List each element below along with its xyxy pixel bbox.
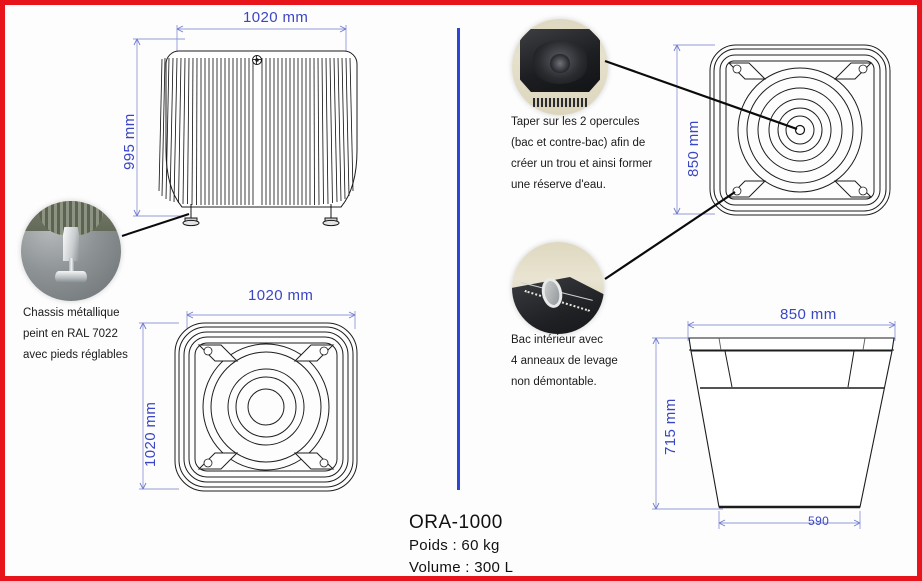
chassis-leader-line — [121, 213, 190, 237]
tub-rim-band — [718, 337, 866, 351]
opercule-callout-line-2: (bac et contre-bac) afin de — [511, 137, 646, 149]
inner-tub-plan-view — [604, 19, 913, 280]
chassis-callout-line-2: peint en RAL 7022 — [23, 328, 118, 340]
inner-tub-section-drawing — [652, 321, 896, 529]
section-bottom-dimension-line — [718, 511, 861, 529]
opercule-callout-line-4: une réserve d'eau. — [511, 179, 606, 191]
inner-tub-section-view — [627, 295, 917, 545]
plan-height-dimension-label: 1020 mm — [142, 401, 159, 467]
chassis-callout-line-1: Chassis métallique — [23, 307, 120, 319]
product-model-label: ORA-1000 — [409, 512, 503, 533]
section-height-dimension-label: 715 mm — [662, 398, 679, 455]
tub-body-outline — [688, 337, 895, 508]
tub-height-dimension-line — [673, 44, 715, 215]
section-top-dimension-label: 850 mm — [780, 306, 837, 323]
opercule-callout-line-1: Taper sur les 2 opercules — [511, 116, 640, 128]
plan-height-dimension-line — [139, 322, 179, 490]
section-bottom-dimension-label: 590 — [808, 514, 830, 528]
concentric-rings — [202, 343, 330, 471]
opercule-callout-text: Taper sur les 2 opercules (bac et contre… — [511, 112, 652, 196]
opercule-leader-line — [604, 59, 798, 131]
tub-concentric-rings — [737, 67, 863, 193]
product-volume-label: Volume : 300 L — [409, 559, 514, 576]
lifting-ring-callout-text: Bac intérieur avec 4 anneaux de levage n… — [511, 330, 618, 393]
foot-photo-icon — [21, 201, 121, 301]
front-width-dimension-label: 1020 mm — [243, 9, 309, 26]
adjustable-foot-left — [182, 204, 200, 227]
inner-tub-plan-drawing — [604, 44, 891, 280]
ring-callout-line-3: non démontable. — [511, 376, 597, 388]
chassis-callout-line-3: avec pieds réglables — [23, 349, 128, 361]
plan-width-dimension-label: 1020 mm — [248, 287, 314, 304]
section-top-dimension-line — [687, 321, 896, 341]
ring-callout-line-1: Bac intérieur avec — [511, 334, 604, 346]
adjustable-foot-right — [322, 204, 340, 227]
center-cap-icon — [252, 55, 262, 65]
product-spec-block: ORA-1000 Poids : 60 kg Volume : 300 L — [409, 512, 514, 576]
width-dimension-line — [176, 25, 347, 51]
section-height-dimension-line — [652, 337, 723, 510]
center-opercule-hole — [794, 124, 806, 136]
cooling-fins — [158, 57, 354, 206]
front-elevation-drawing — [121, 25, 358, 237]
tub-corner-lifting-pads — [727, 62, 873, 198]
panel-divider — [457, 28, 460, 490]
top-plan-drawing — [139, 311, 358, 492]
plan-width-dimension-line — [186, 311, 356, 329]
front-elevation-view — [105, 11, 405, 241]
front-height-dimension-label: 995 mm — [121, 113, 138, 170]
top-plan-view — [117, 293, 407, 518]
ring-callout-line-2: 4 anneaux de levage — [511, 355, 618, 367]
drawing-canvas: 1020 mm 995 mm Chassis métallique peint … — [5, 5, 917, 576]
tub-height-dimension-label: 850 mm — [685, 120, 702, 177]
opercule-photo-icon — [512, 19, 608, 115]
product-weight-label: Poids : 60 kg — [409, 537, 500, 554]
lifting-ring-photo-icon — [512, 242, 604, 334]
lifting-ring-leader-line — [604, 191, 736, 280]
height-dimension-line — [133, 38, 185, 217]
chassis-callout-text: Chassis métallique peint en RAL 7022 ave… — [23, 303, 128, 366]
corner-lifting-pads — [197, 344, 335, 470]
opercule-callout-line-3: créer un trou et ainsi former — [511, 158, 653, 170]
